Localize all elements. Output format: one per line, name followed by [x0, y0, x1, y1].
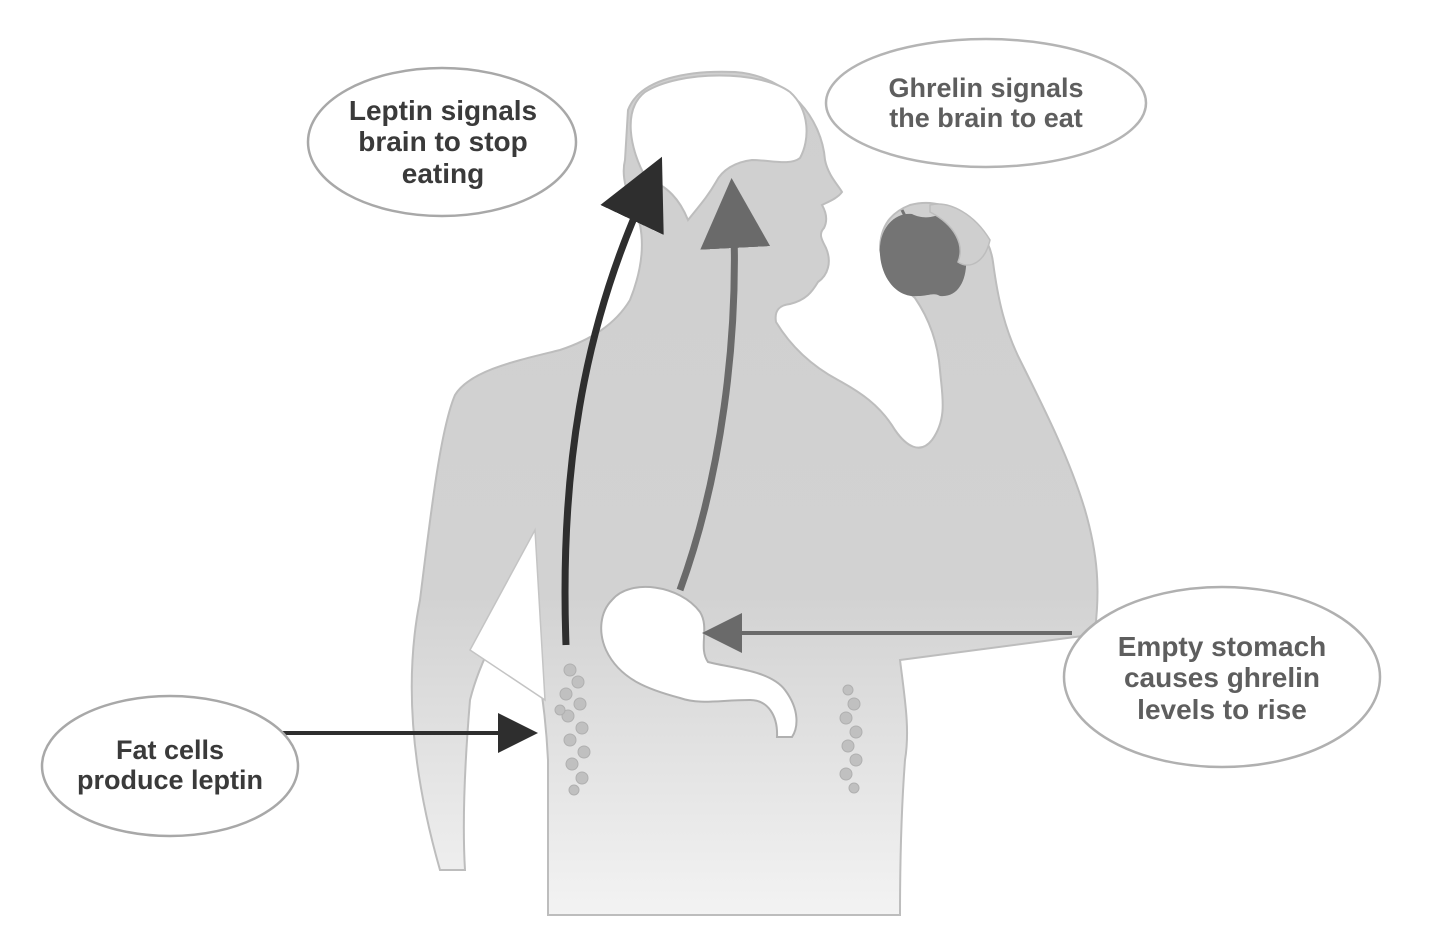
label-line: Fat cells [115, 734, 225, 765]
bubble-outline-leptin-brain [306, 66, 578, 218]
label-line: produce leptin [76, 765, 263, 795]
fat-tissue-right [839, 684, 863, 794]
fat-tissue-left [554, 663, 591, 796]
label-empty-stomach: Empty stomach causes ghrelin levels to r… [1080, 628, 1364, 728]
brain-shape [629, 74, 808, 222]
apple-icon [879, 203, 991, 297]
arrow-ghrelin-to-brain [676, 178, 771, 592]
bubble-outline-fat-cells [40, 694, 300, 838]
arrow-leptin-to-brain [561, 156, 664, 646]
label-line: Leptin signals [348, 94, 538, 126]
label-line: eating [401, 157, 485, 189]
label-ghrelin-signals-brain: Ghrelin signals the brain to eat [836, 66, 1136, 140]
label-line: Empty stomach [1117, 630, 1327, 662]
label-line: causes ghrelin [1123, 662, 1321, 694]
bubble-outline-ghrelin-brain [824, 37, 1148, 169]
label-fat-cells-produce-leptin: Fat cells produce leptin [52, 732, 288, 798]
label-line: the brain to eat [889, 103, 1083, 133]
label-leptin-signals-brain: Leptin signals brain to stop eating [312, 84, 574, 200]
label-line: Ghrelin signals [888, 72, 1084, 103]
label-line: levels to rise [1137, 693, 1307, 725]
bubble-outline-empty-stomach [1062, 585, 1382, 769]
label-line: brain to stop [358, 126, 528, 158]
